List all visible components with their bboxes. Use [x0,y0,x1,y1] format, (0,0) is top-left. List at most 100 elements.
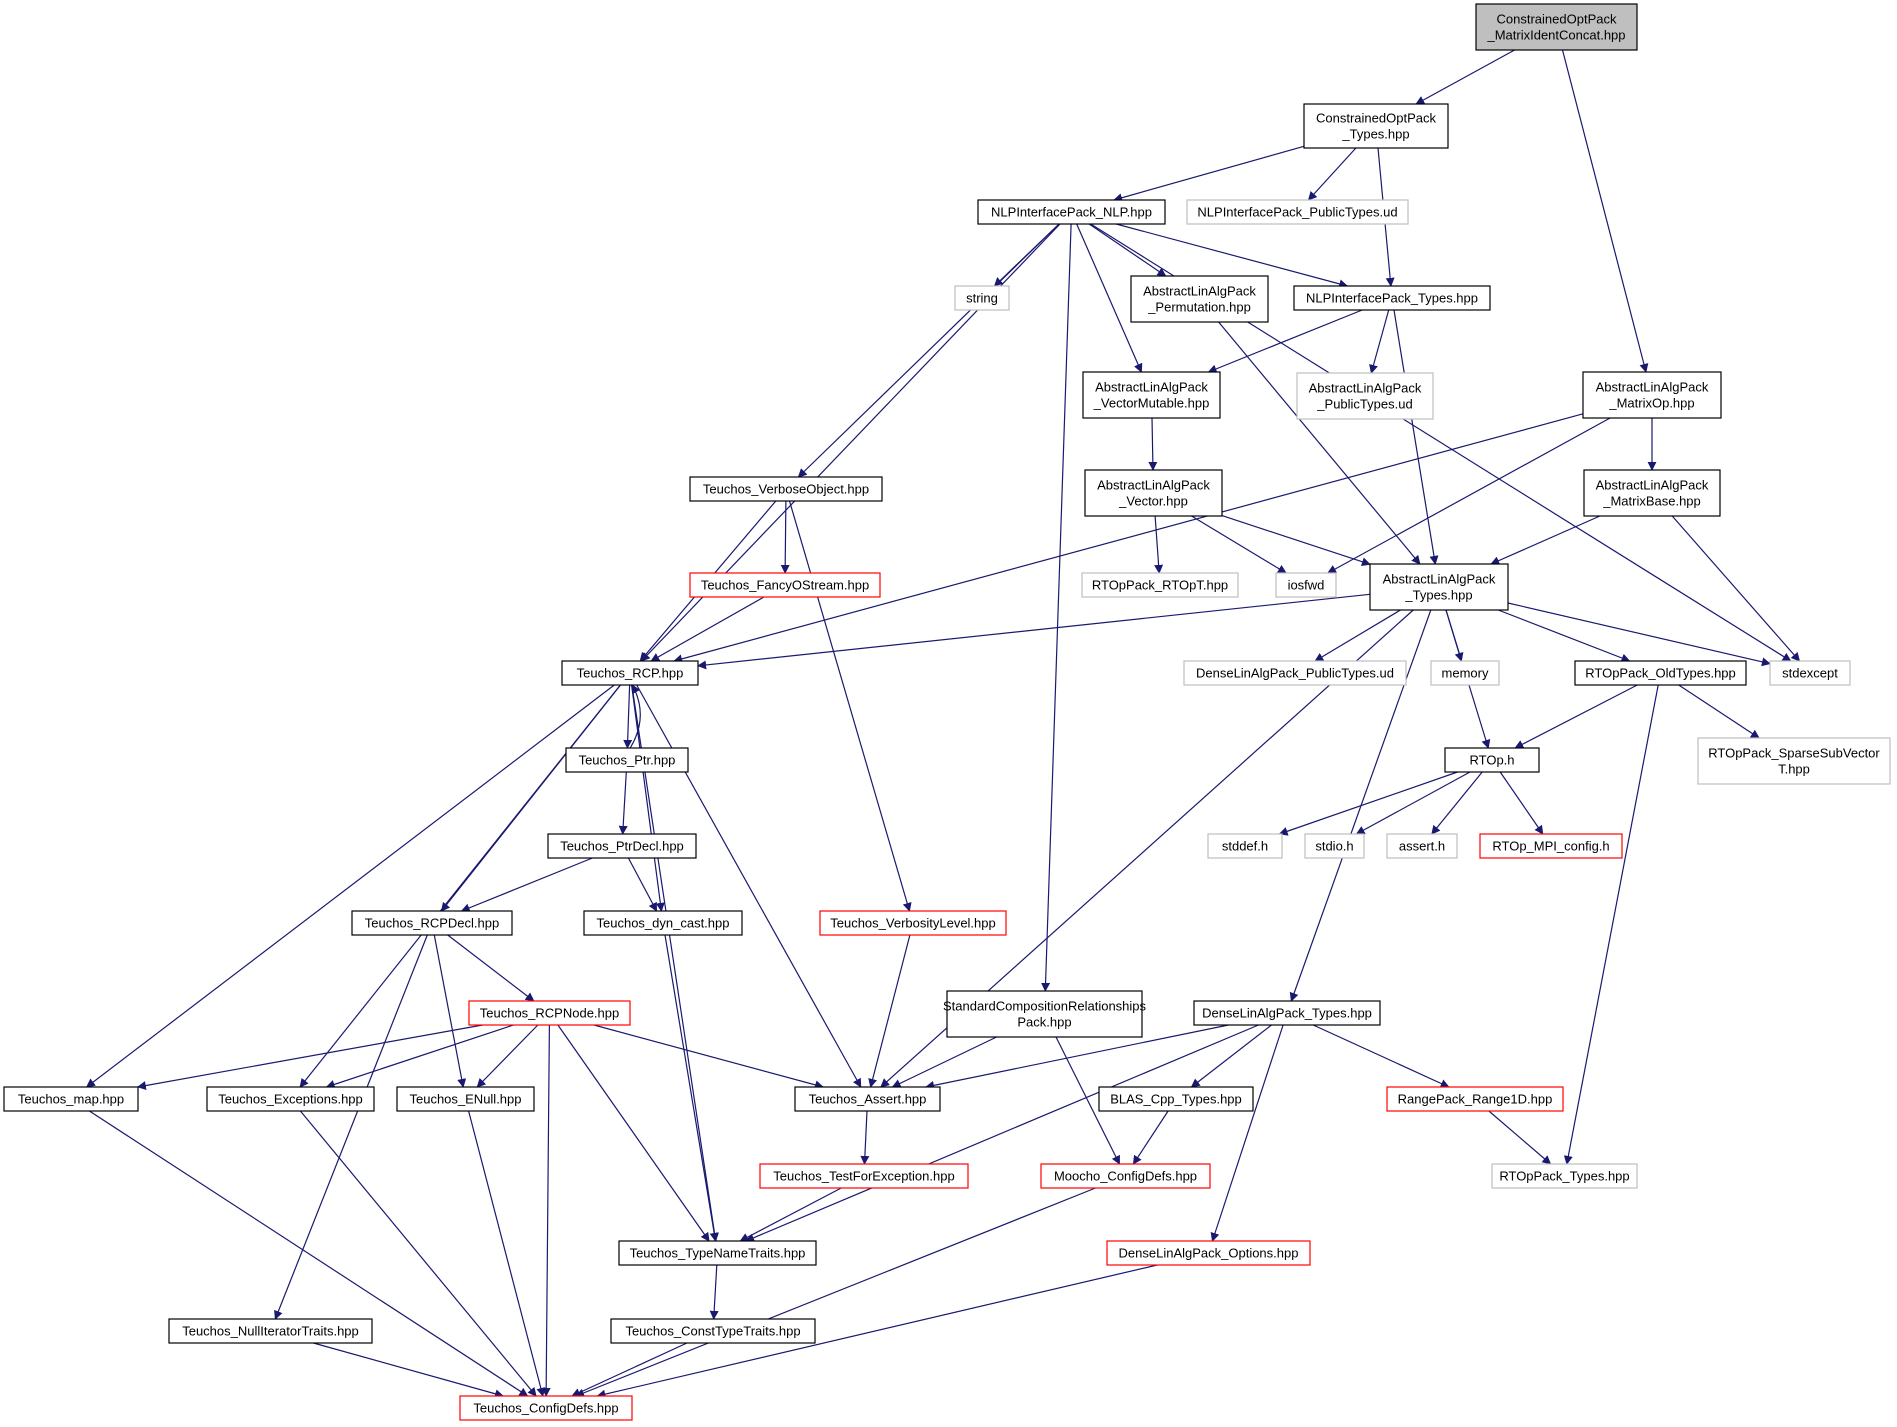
node-configdefs[interactable]: Teuchos_ConfigDefs.hpp [459,1395,633,1421]
node-root[interactable]: ConstrainedOptPack_MatrixIdentConcat.hpp [1475,3,1638,51]
node-layer: ConstrainedOptPack_MatrixIdentConcat.hpp… [3,3,1891,1421]
node-verbosity[interactable]: Teuchos_VerbosityLevel.hpp [819,910,1007,936]
edge-root-to-ala_matop [1561,49,1649,373]
node-ala-vecmut[interactable]: AbstractLinAlgPack_VectorMutable.hpp [1082,371,1221,419]
edge-rtop_h-to-stdio [1355,771,1471,835]
node-box [1081,572,1239,598]
edge-nlp-to-std_comp [1041,223,1072,992]
node-box [351,910,513,936]
edge-ptrdecl-to-dyn_cast [627,857,658,912]
node-dla-options[interactable]: DenseLinAlgPack_Options.hpp [1106,1240,1311,1266]
node-nlp[interactable]: NLPInterfacePack_NLP.hpp [977,199,1166,225]
node-stdexcept: stdexcept [1769,660,1851,686]
edge-nlp-to-string [993,223,1060,287]
edge-ptrdecl-to-rcpdecl [460,857,593,913]
node-verbose[interactable]: Teuchos_VerboseObject.hpp [689,476,883,502]
node-label: StandardCompositionRelationships [943,999,1147,1014]
node-box [1193,1000,1381,1026]
node-nlp-types[interactable]: NLPInterfacePack_Types.hpp [1293,285,1491,311]
node-ala-vec[interactable]: AbstractLinAlgPack_Vector.hpp [1084,469,1223,517]
node-label: RTOpPack_Types.hpp [1499,1169,1629,1184]
node-typename[interactable]: Teuchos_TypeNameTraits.hpp [618,1240,817,1266]
node-label: Teuchos_RCPDecl.hpp [365,916,499,931]
node-box [1275,572,1337,598]
node-label: Teuchos_VerbosityLevel.hpp [830,916,996,931]
node-rtop-oldtypes[interactable]: RTOpPack_OldTypes.hpp [1574,660,1747,686]
node-assert[interactable]: Teuchos_Assert.hpp [794,1086,941,1112]
node-consttype[interactable]: Teuchos_ConstTypeTraits.hpp [610,1318,816,1344]
node-label: BLAS_Cpp_Types.hpp [1110,1092,1242,1107]
node-ala-matop[interactable]: AbstractLinAlgPack_MatrixOp.hpp [1582,371,1722,419]
node-rcpdecl[interactable]: Teuchos_RCPDecl.hpp [351,910,513,936]
node-box [794,1086,941,1112]
node-label: RTOpPack_RTOpT.hpp [1092,578,1228,593]
node-label: NLPInterfacePack_PublicTypes.ud [1197,205,1397,220]
node-cop-types[interactable]: ConstrainedOptPack_Types.hpp [1303,103,1449,149]
edge-ala_types-to-stdexcept [1507,602,1771,667]
node-box [206,1086,375,1112]
node-label: AbstractLinAlgPack [1596,380,1709,395]
edge-rcpnode-to-map [136,1024,483,1090]
node-box [1106,1240,1311,1266]
node-ala-types[interactable]: AbstractLinAlgPack_Types.hpp [1369,563,1509,611]
node-box [1098,1086,1254,1112]
node-enull[interactable]: Teuchos_ENull.hpp [396,1086,535,1112]
node-box [1183,660,1407,686]
node-dla-types[interactable]: DenseLinAlgPack_Types.hpp [1193,1000,1381,1026]
edge-dla_types-to-dla_options [1210,1024,1284,1242]
node-box [1697,737,1891,785]
node-box [1084,469,1223,517]
node-box [689,476,883,502]
node-label: Teuchos_dyn_cast.hpp [597,916,730,931]
node-box [1303,103,1449,149]
edge-ala_vecmut-to-ala_vec [1148,417,1158,471]
node-box [819,910,1007,936]
node-rcpnode[interactable]: Teuchos_RCPNode.hpp [468,1000,631,1026]
node-box [1583,469,1721,517]
node-box [946,990,1143,1038]
node-box [689,572,881,598]
node-label: Teuchos_VerboseObject.hpp [703,482,869,497]
node-mpi-config[interactable]: RTOp_MPI_config.h [1479,833,1623,859]
node-fancy[interactable]: Teuchos_FancyOStream.hpp [689,572,881,598]
node-rcp[interactable]: Teuchos_RCP.hpp [561,660,699,686]
node-label: _PublicTypes.ud [1316,397,1412,412]
node-label: Teuchos_PtrDecl.hpp [560,839,684,854]
node-blas[interactable]: BLAS_Cpp_Types.hpp [1098,1086,1254,1112]
edge-ala_vec-to-iosfwd [1191,515,1287,574]
node-ptrdecl[interactable]: Teuchos_PtrDecl.hpp [547,833,697,859]
edge-rtop_h-to-mpi_config [1499,771,1544,835]
node-label: Teuchos_map.hpp [18,1092,124,1107]
node-ala-perm[interactable]: AbstractLinAlgPack_Permutation.hpp [1130,275,1269,323]
node-label: Teuchos_Assert.hpp [809,1092,927,1107]
node-nulliter[interactable]: Teuchos_NullIteratorTraits.hpp [168,1318,373,1344]
node-exceptions[interactable]: Teuchos_Exceptions.hpp [206,1086,375,1112]
edge-verbose-to-verbosity [788,500,912,912]
edge-enull-to-configdefs [468,1110,546,1397]
edge-assert-to-testforexc [860,1110,870,1165]
edge-ala_matbase-to-ala_types [1490,515,1601,565]
node-testforexc[interactable]: Teuchos_TestForException.hpp [759,1163,969,1189]
node-box [759,1163,969,1189]
node-map[interactable]: Teuchos_map.hpp [3,1086,139,1112]
edge-rtop_h-to-stddef [1278,771,1458,836]
node-ptr[interactable]: Teuchos_Ptr.hpp [565,747,689,773]
node-dyn-cast[interactable]: Teuchos_dyn_cast.hpp [583,910,743,936]
node-label: iosfwd [1288,578,1325,593]
node-rtop-h[interactable]: RTOp.h [1444,747,1540,773]
node-box [954,285,1010,311]
edge-cop_types-to-nlp_public_ud [1307,147,1357,201]
node-label: Teuchos_FancyOStream.hpp [701,578,869,593]
node-box [610,1318,816,1344]
node-moocho-cfg[interactable]: Moocho_ConfigDefs.hpp [1040,1163,1211,1189]
node-dla-public-ud: DenseLinAlgPack_PublicTypes.ud [1183,660,1407,686]
node-box [1304,833,1365,859]
node-range1d[interactable]: RangePack_Range1D.hpp [1386,1086,1564,1112]
edge-nulliter-to-configdefs [313,1342,504,1399]
node-label: Moocho_ConfigDefs.hpp [1054,1169,1197,1184]
node-box [168,1318,373,1344]
node-box [1293,285,1491,311]
node-ala-matbase[interactable]: AbstractLinAlgPack_MatrixBase.hpp [1583,469,1721,517]
